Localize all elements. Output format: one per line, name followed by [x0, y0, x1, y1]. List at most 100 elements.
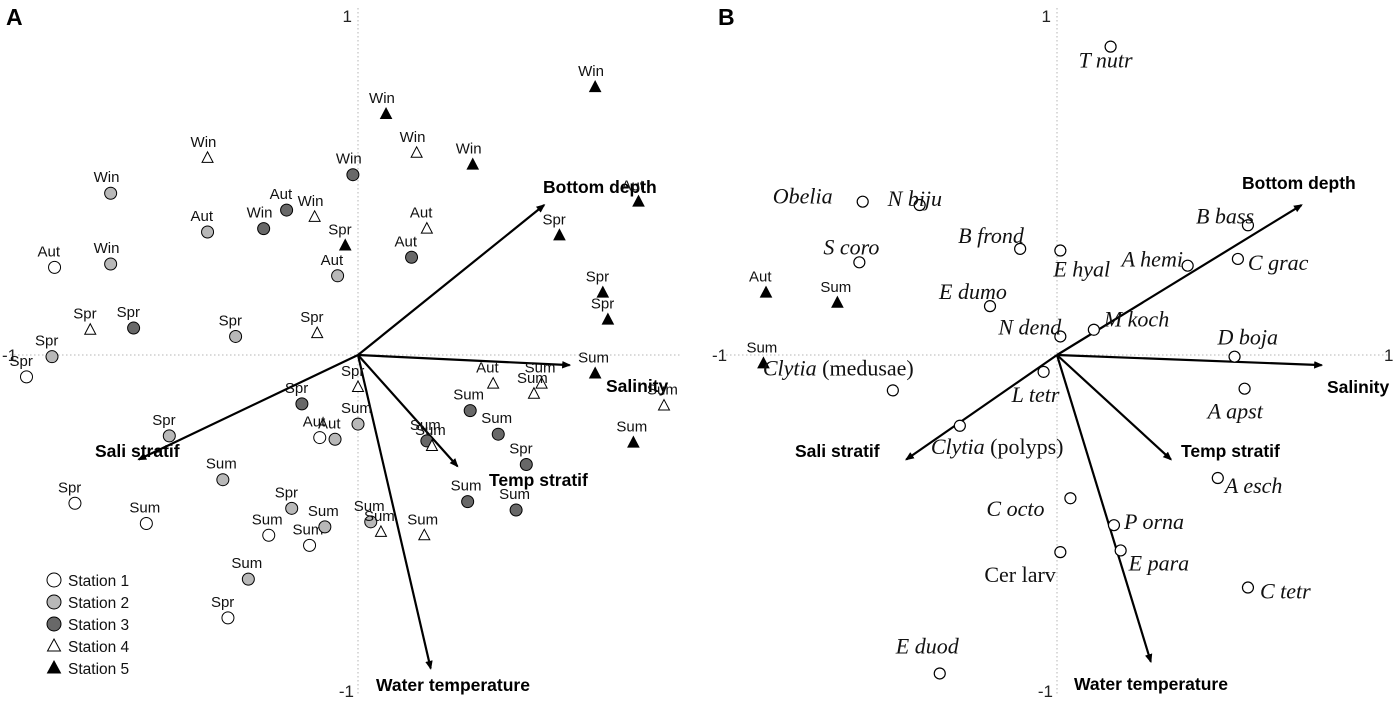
species-label-b-frond: B frond: [958, 223, 1025, 248]
sample-point-station-3: [491, 427, 505, 441]
legend-label-station-2: Station 2: [68, 595, 129, 612]
y-max-tick-label: 1: [343, 7, 352, 26]
vector-water-temperature-label: Water temperature: [1074, 674, 1228, 694]
species-point-b-bass: [1241, 219, 1255, 232]
vector-bottom-depth-label: Bottom depth: [1242, 173, 1356, 193]
species-point-clytia-medusae: [886, 384, 899, 397]
sample-point-station-2: [351, 417, 365, 431]
sample-point-station-5: [759, 285, 773, 298]
sample-point-label: Win: [94, 169, 120, 186]
sample-point-station-5: [757, 356, 770, 369]
species-label-obelia: Obelia: [773, 184, 833, 209]
sample-point-station-5: [601, 312, 615, 325]
species-point-p-orna: [1107, 519, 1121, 532]
sample-point-label: Sum: [746, 339, 777, 356]
vector-salinity-label: Salinity: [606, 376, 669, 396]
sample-point-label: Win: [336, 151, 362, 168]
species-label-e-hyal: E hyal: [1052, 257, 1110, 282]
species-label-a-apst: A apst: [1206, 399, 1264, 424]
sample-point-station-4: [420, 221, 434, 234]
sample-point-station-3: [509, 503, 523, 517]
sample-point-label: Spr: [328, 221, 351, 238]
sample-point-label: Sum: [129, 500, 160, 517]
sample-point-label: Spr: [275, 484, 298, 501]
sample-point-label: Sum: [407, 511, 438, 528]
sample-point-station-5: [596, 285, 610, 298]
sample-point-station-4: [201, 150, 214, 163]
species-point-e-hyal: [1054, 244, 1067, 257]
sample-point-label: Sum: [308, 503, 339, 520]
species-label-a-esch: A esch: [1223, 473, 1283, 498]
vector-temp-stratif-arrow: [357, 354, 459, 468]
vector-salinity-arrow: [357, 353, 572, 369]
sample-point-label: Spr: [35, 333, 58, 350]
sample-point-label: Sum: [410, 417, 441, 434]
sample-point-label: Aut: [395, 233, 418, 250]
sample-point-label: Sum: [525, 360, 556, 377]
sample-point-station-5: [627, 435, 640, 448]
sample-point-station-4: [351, 379, 365, 393]
species-label-e-para: E para: [1128, 550, 1190, 575]
sample-point-label: Sum: [517, 370, 548, 387]
species-point-c-tetr: [1241, 581, 1255, 594]
species-label-t-nutr: T nutr: [1079, 48, 1133, 73]
sample-point-station-3: [405, 250, 419, 264]
sample-point-label: Sum: [293, 521, 324, 538]
species-point-b-frond: [1014, 242, 1027, 255]
sample-point-station-2: [328, 432, 342, 446]
sample-point-station-4: [657, 398, 671, 411]
species-label-b-bass: B bass: [1196, 203, 1254, 228]
legend-marker-station-5: [46, 659, 62, 674]
sample-point-station-5: [379, 106, 393, 120]
sample-point-station-1: [303, 538, 317, 552]
vector-sali-stratif-label: Sali stratif: [795, 441, 880, 461]
sample-point-station-4: [308, 209, 321, 222]
sample-point-label: Spr: [341, 363, 364, 380]
sample-point-station-5: [632, 194, 645, 207]
species-label-p-orna: P orna: [1123, 509, 1184, 534]
sample-point-label: Sum: [451, 478, 482, 495]
sample-point-label: Sum: [453, 387, 484, 404]
species-label-n-biju: N biju: [887, 186, 942, 211]
sample-point-station-1: [20, 370, 33, 384]
sample-point-label: Win: [94, 240, 120, 257]
sample-point-station-4: [535, 376, 548, 389]
y-min-tick-label: -1: [1038, 682, 1053, 701]
sample-point-label: Aut: [318, 415, 341, 432]
sample-point-label: Aut: [622, 178, 645, 195]
sample-point-station-3: [461, 495, 475, 509]
species-label-l-tetr: L tetr: [1011, 382, 1060, 407]
vector-bottom-depth-arrow: [357, 204, 546, 356]
vector-temp-stratif-label: Temp stratif: [1181, 441, 1280, 461]
sample-point-station-3: [127, 321, 141, 335]
sample-point-station-3: [257, 222, 271, 236]
species-label-c-octo: C octo: [986, 496, 1044, 521]
species-point-n-biju: [913, 198, 926, 212]
sample-point-station-2: [104, 186, 118, 200]
sample-point-station-3: [463, 404, 477, 418]
vector-sali-stratif-arrow: [905, 354, 1058, 461]
vector-sali-stratif-arrow: [137, 354, 359, 461]
vector-water-temperature-arrow: [1055, 354, 1153, 664]
sample-point-station-5: [831, 295, 844, 308]
sample-point-label: Sum: [647, 382, 678, 399]
sample-point-label: Spr: [73, 306, 96, 323]
sample-point-label: Aut: [303, 414, 326, 431]
species-label-c-tetr: C tetr: [1260, 579, 1311, 604]
x-min-tick-label: -1: [712, 346, 727, 365]
species-point-s-coro: [853, 256, 866, 269]
vector-temp-stratif-arrow: [1056, 354, 1173, 461]
sample-point-station-2: [45, 350, 59, 364]
sample-point-label: Sum: [341, 400, 372, 417]
sample-point-label: Win: [456, 141, 482, 158]
vector-water-temperature-label: Water temperature: [376, 675, 530, 695]
sample-point-label: Sum: [616, 419, 647, 436]
sample-point-label: Sum: [820, 279, 851, 296]
sample-point-label: Aut: [476, 360, 499, 377]
species-point-l-tetr: [1037, 365, 1050, 378]
sample-point-label: Aut: [270, 186, 293, 203]
sample-point-station-4: [527, 386, 541, 399]
species-point-cer-larv: [1054, 546, 1067, 559]
